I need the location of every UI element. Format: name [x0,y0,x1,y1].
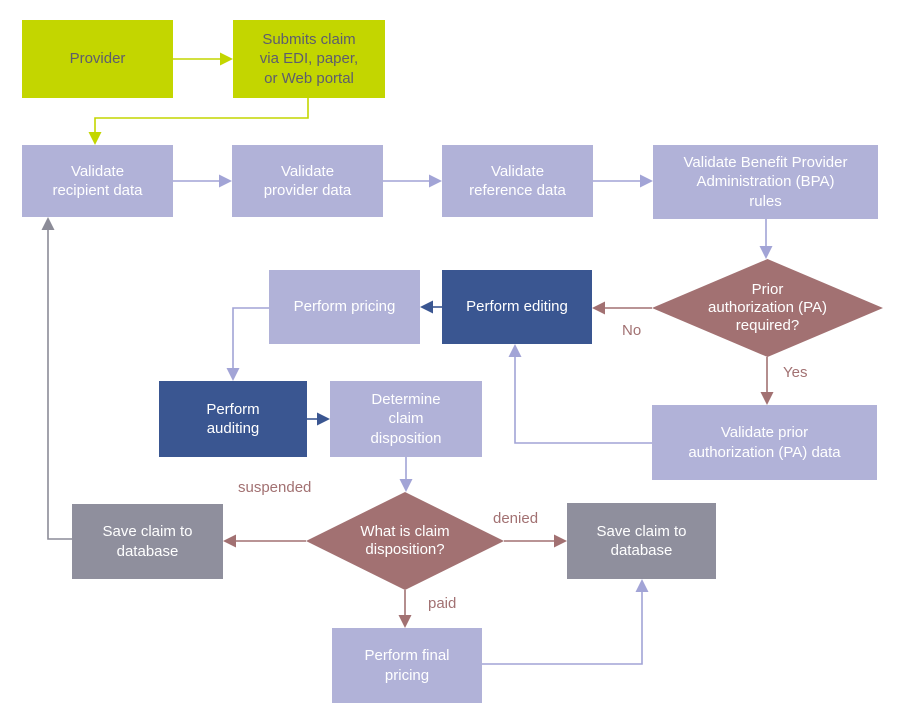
node-perform-final-pricing: Perform final pricing [332,628,482,703]
decision-label: What is claim disposition? [360,523,450,558]
edge-auditing-to-determine [307,412,330,426]
node-label: Validate Benefit Provider Administration… [683,154,848,210]
node-perform-editing: Perform editing [442,270,592,344]
edge-validate-pa-to-editing [508,344,652,444]
edge-pricing-to-auditing [226,307,269,381]
edge-provider-data-to-reference [383,174,442,188]
node-save-claim-database-left: Save claim to database [72,504,223,579]
node-provider: Provider [22,20,173,98]
node-label: Save claim to database [596,522,687,559]
edge-determine-to-disposition [399,457,413,492]
node-label: Validate prior authorization (PA) data [688,424,841,461]
edge-provider-to-submit [173,52,233,66]
node-determine-claim-disposition: Determine claim disposition [330,381,482,457]
edge-disposition-denied-to-save-right [504,534,567,548]
edge-reference-to-bpa [593,174,653,188]
node-label: Perform final pricing [364,647,450,684]
node-submit-claim: Submits claim via EDI, paper, or Web por… [233,20,385,98]
node-label: Perform editing [466,298,568,316]
node-validate-pa-data: Validate prior authorization (PA) data [652,405,877,480]
edge-submit-to-validate-recipient [88,98,309,145]
edge-label-yes: Yes [783,364,808,381]
node-label: Determine claim disposition [370,391,442,447]
edge-label-denied: denied [493,510,539,527]
node-save-claim-database-right: Save claim to database [567,503,716,579]
decision-label: Prior authorization (PA) required? [708,281,827,334]
node-label: Submits claim via EDI, paper, or Web por… [259,31,359,87]
node-perform-pricing: Perform pricing [269,270,420,344]
node-label: Validate recipient data [52,162,143,199]
node-label: Provider [69,50,126,68]
edge-label-paid: paid [428,595,457,612]
node-label: Save claim to database [102,523,193,560]
node-label: Validate reference data [469,162,566,199]
node-validate-provider-data: Validate provider data [232,145,383,217]
edge-recipient-to-provider-data [173,174,232,188]
edge-final-pricing-to-save-right [482,579,649,665]
node-label: Validate provider data [263,162,352,199]
edge-pa-required-yes-to-validate-pa [760,357,774,405]
node-label: Perform auditing [206,400,260,437]
edge-label-no: No [622,322,642,339]
edge-disposition-paid-to-final-pricing [398,590,412,628]
edge-label-suspended: suspended [238,479,312,496]
node-validate-recipient-data: Validate recipient data [22,145,173,217]
node-perform-auditing: Perform auditing [159,381,307,457]
edge-disposition-suspended-to-save-left [223,534,306,548]
node-validate-bpa-rules: Validate Benefit Provider Administration… [653,145,878,219]
node-validate-reference-data: Validate reference data [442,145,593,217]
edge-editing-to-pricing [420,300,442,314]
node-label: Perform pricing [293,298,396,316]
edge-pa-required-no-to-editing [592,301,652,315]
edge-bpa-to-pa-required [759,219,773,259]
edge-save-left-to-validate-recipient [41,217,72,540]
